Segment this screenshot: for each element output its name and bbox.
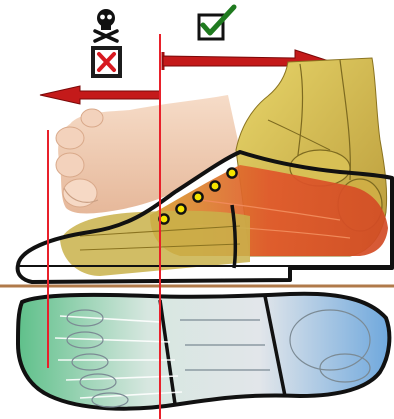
weight-box-icon [91, 46, 122, 78]
ok-indicator [199, 7, 234, 39]
checkmark-icon [199, 7, 234, 39]
bad-indicator [91, 9, 122, 78]
left-arrow [40, 86, 160, 104]
skull-crossbones-icon [95, 9, 117, 41]
sole-xray-view [18, 294, 389, 409]
